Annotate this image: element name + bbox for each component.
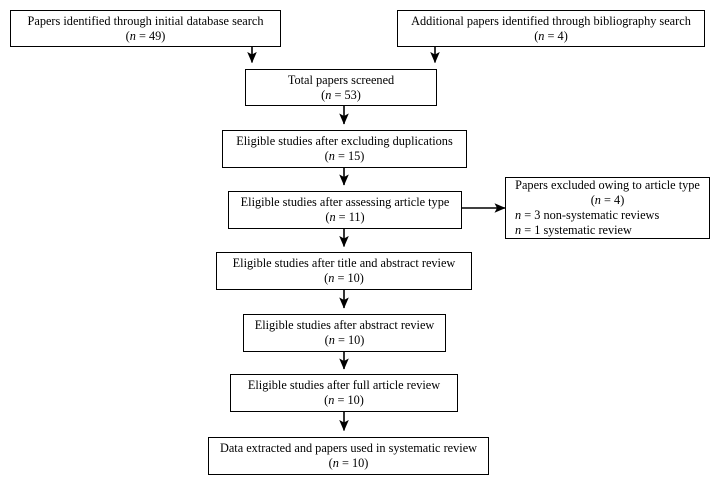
n-symbol: n [515, 208, 522, 222]
n-symbol: n [329, 210, 336, 224]
n-symbol: n [594, 193, 601, 207]
node-detail-line: n = 1 systematic review [506, 223, 709, 238]
n-symbol: n [328, 393, 335, 407]
node-label: Eligible studies after full article revi… [247, 378, 441, 392]
n-symbol: n [129, 28, 136, 43]
n-symbol: n [515, 223, 522, 237]
n-symbol: n [325, 87, 332, 102]
node-label: Total papers screened [287, 72, 395, 87]
node-assessing-article-type: Eligible studies after assessing article… [228, 191, 462, 229]
node-label: Papers excluded owing to article type [515, 178, 700, 192]
node-count: (n = 4) [534, 28, 568, 43]
node-count: (n = 11) [325, 210, 365, 224]
node-label: Eligible studies after excluding duplica… [236, 134, 453, 148]
node-label: Data extracted and papers used in system… [219, 441, 478, 455]
n-value: 49 [148, 28, 162, 43]
node-count: (n = 49) [125, 28, 166, 43]
n-value: 10 [347, 271, 360, 285]
node-count: (n = 10) [328, 456, 369, 470]
node-title-abstract-review: Eligible studies after title and abstrac… [216, 252, 472, 290]
node-papers-excluded: Papers excluded owing to article type (n… [505, 177, 710, 239]
node-label: Eligible studies after title and abstrac… [232, 256, 456, 270]
node-label: Papers identified through initial databa… [27, 13, 264, 28]
node-total-screened: Total papers screened (n = 53) [245, 69, 437, 106]
node-label: Eligible studies after abstract review [254, 318, 435, 332]
node-count: (n = 10) [324, 393, 364, 407]
detail-text: = 3 non-systematic reviews [521, 208, 660, 222]
node-count: (n = 10) [324, 271, 364, 285]
node-label: Eligible studies after assessing article… [240, 195, 450, 209]
n-symbol: n [328, 333, 335, 347]
node-count: (n = 53) [321, 87, 361, 102]
node-count: (n = 15) [324, 149, 365, 163]
n-symbol: n [328, 149, 335, 163]
n-value: 15 [347, 149, 361, 163]
n-symbol: n [328, 271, 335, 285]
node-label: Additional papers identified through bib… [411, 13, 691, 28]
n-value: 4 [614, 193, 621, 207]
node-abstract-review: Eligible studies after abstract review (… [243, 314, 446, 352]
n-symbol: n [538, 28, 545, 43]
n-symbol: n [332, 456, 339, 470]
node-initial-database-search: Papers identified through initial databa… [10, 10, 281, 47]
n-value: 4 [557, 28, 564, 43]
n-value: 10 [347, 333, 361, 347]
node-count: (n = 10) [324, 333, 365, 347]
n-value: 10 [347, 393, 360, 407]
node-bibliography-search: Additional papers identified through bib… [397, 10, 705, 47]
n-value: 11 [348, 210, 361, 224]
node-excluding-duplications: Eligible studies after excluding duplica… [222, 130, 467, 168]
detail-text: = 1 systematic review [521, 223, 632, 237]
node-data-extracted: Data extracted and papers used in system… [208, 437, 489, 475]
node-count: (n = 4) [590, 193, 625, 207]
node-detail-line: n = 3 non-systematic reviews [506, 208, 709, 223]
n-value: 53 [344, 87, 357, 102]
node-full-article-review: Eligible studies after full article revi… [230, 374, 458, 412]
n-value: 10 [351, 456, 365, 470]
